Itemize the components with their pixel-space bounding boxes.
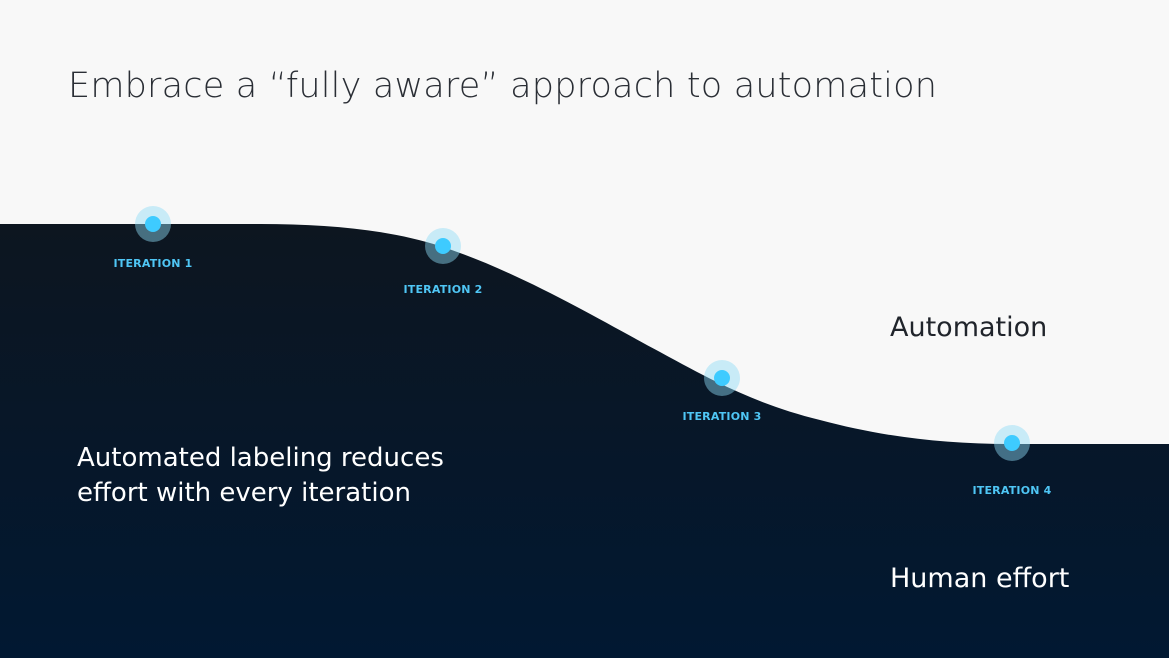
page-title: Embrace a “fully aware” approach to auto… — [68, 66, 938, 106]
marker-dot-icon — [1004, 435, 1020, 451]
marker-dot-icon — [714, 370, 730, 386]
iteration-marker-3: ITERATION 3 — [682, 360, 761, 423]
caption-line-2: effort with every iteration — [77, 478, 411, 508]
iteration-label-1: ITERATION 1 — [113, 257, 192, 270]
iteration-marker-2: ITERATION 2 — [403, 228, 482, 296]
caption-line-1: Automated labeling reduces — [77, 443, 444, 473]
iteration-marker-1: ITERATION 1 — [113, 206, 192, 270]
automation-region-label: Automation — [890, 312, 1048, 343]
iteration-label-3: ITERATION 3 — [682, 410, 761, 423]
iteration-label-4: ITERATION 4 — [972, 484, 1051, 497]
iteration-marker-4: ITERATION 4 — [972, 425, 1051, 497]
iteration-label-2: ITERATION 2 — [403, 283, 482, 296]
marker-dot-icon — [435, 238, 451, 254]
diagram-caption: Automated labeling reduces effort with e… — [77, 441, 497, 511]
human-effort-region-label: Human effort — [890, 563, 1070, 594]
marker-dot-icon — [145, 216, 161, 232]
human-effort-area — [0, 224, 1169, 658]
